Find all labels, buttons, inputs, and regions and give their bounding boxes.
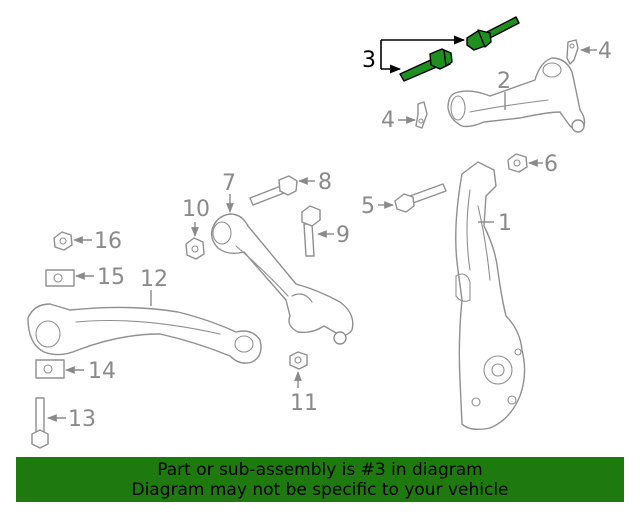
callout-13: 13: [47, 407, 96, 432]
svg-text:4: 4: [381, 108, 395, 133]
svg-text:4: 4: [598, 39, 612, 64]
callout-9: 9: [317, 223, 350, 248]
callout-10: 10: [182, 197, 210, 237]
part-9-bolt: [301, 205, 321, 257]
svg-text:11: 11: [290, 391, 318, 416]
callout-3: 3: [362, 35, 466, 74]
callout-15: 15: [75, 265, 125, 290]
svg-text:6: 6: [544, 152, 558, 177]
svg-text:14: 14: [88, 359, 116, 384]
callout-16: 16: [73, 229, 122, 254]
svg-text:16: 16: [94, 229, 122, 254]
svg-text:9: 9: [336, 223, 350, 248]
part-4-upper-clip: [566, 39, 579, 65]
callout-7: 7: [222, 171, 236, 213]
svg-text:10: 10: [182, 197, 210, 222]
callout-5: 5: [361, 194, 394, 219]
part-13-bolt: [31, 397, 49, 449]
svg-text:12: 12: [140, 267, 168, 292]
svg-text:7: 7: [222, 171, 236, 196]
part-3-bolts[interactable]: [399, 16, 520, 82]
callout-1: 1: [478, 211, 512, 236]
part-1-knuckle: [455, 161, 526, 431]
part-3-lower-bolt: [399, 48, 453, 82]
callout-6: 6: [528, 152, 558, 177]
notice-banner: Part or sub-assembly is #3 in diagram Di…: [16, 457, 624, 502]
part-2-upper-arm: [447, 57, 586, 133]
banner-line-2: Diagram may not be specific to your vehi…: [131, 480, 509, 500]
svg-text:8: 8: [318, 170, 332, 195]
parts-diagram: 3 4 2 4 6: [27, 16, 612, 449]
svg-text:13: 13: [68, 407, 96, 432]
part-15-bracket: [45, 269, 75, 287]
banner-line-1: Part or sub-assembly is #3 in diagram: [157, 460, 483, 480]
part-7-lower-arm: [210, 213, 354, 345]
svg-text:15: 15: [97, 265, 125, 290]
part-8-bolt: [249, 175, 298, 206]
svg-text:1: 1: [498, 211, 512, 236]
callout-4-lower: 4: [381, 108, 416, 133]
callout-14: 14: [65, 359, 116, 384]
part-12-arm: [27, 303, 262, 364]
callout-2: 2: [497, 69, 511, 110]
part-6-nut: [507, 153, 528, 173]
part-3-upper-bolt: [466, 16, 520, 51]
callout-4-upper: 4: [580, 39, 612, 64]
callout-12: 12: [140, 267, 168, 306]
svg-text:5: 5: [361, 194, 375, 219]
part-16-nut: [53, 231, 73, 251]
svg-text:3: 3: [362, 48, 376, 73]
part-4-lower-clip: [415, 101, 428, 129]
callout-11: 11: [290, 371, 318, 416]
callout-8: 8: [298, 170, 332, 195]
svg-text:2: 2: [497, 69, 511, 94]
part-5-bolt: [394, 183, 447, 213]
part-11-nut: [289, 351, 308, 370]
part-14-bracket: [35, 359, 65, 379]
part-10-nut: [185, 237, 205, 260]
